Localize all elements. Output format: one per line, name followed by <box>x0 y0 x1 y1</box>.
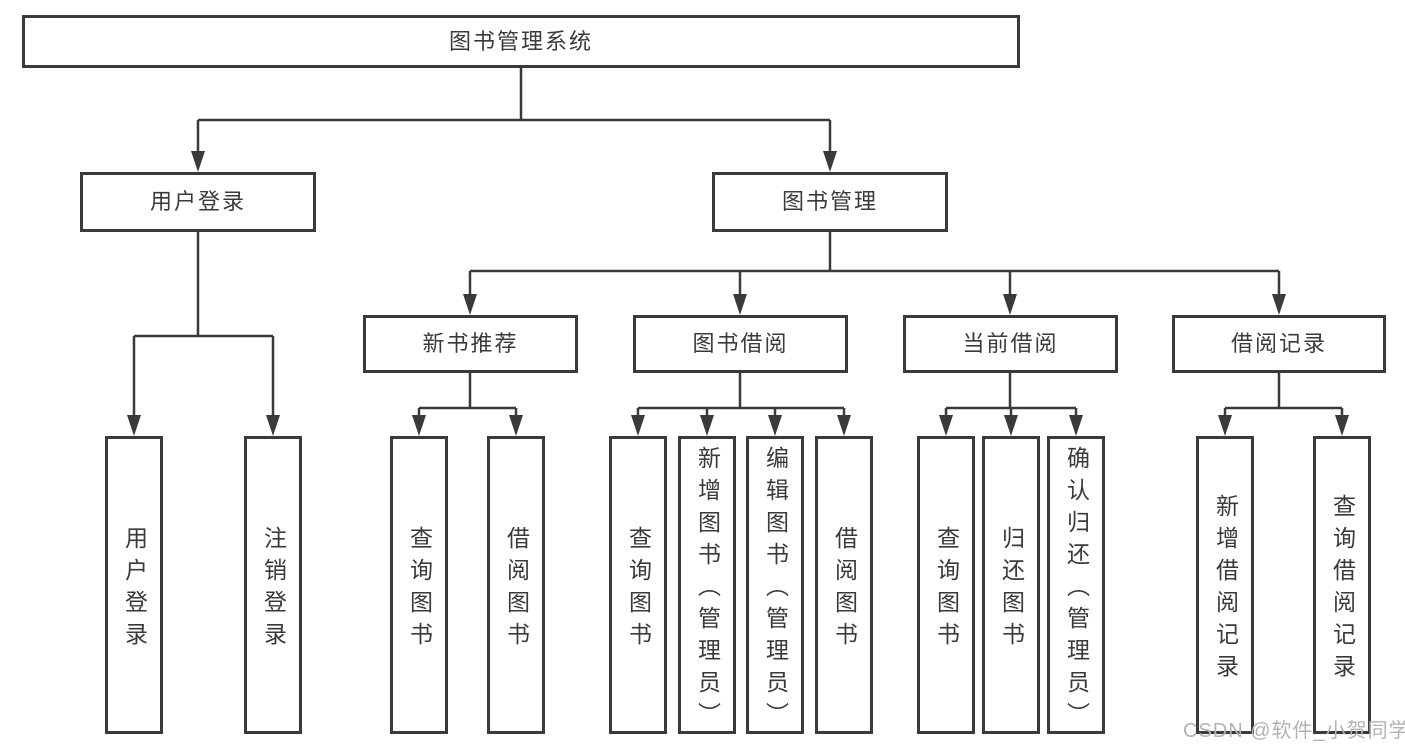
node-book-management: 图书管理 <box>712 172 948 232</box>
leaf-confirm-return-admin-label: 确认归还（管理员） <box>1063 445 1090 734</box>
leaf-query-borrow-record-label: 查询借阅记录 <box>1329 493 1356 686</box>
leaf-recommend-query-books-label: 查询图书 <box>406 525 433 654</box>
leaf-user-login: 用户登录 <box>105 436 163 734</box>
node-user-login-label: 用户登录 <box>149 189 246 214</box>
leaf-borrow-query-books-label: 查询图书 <box>625 525 652 654</box>
leaf-logout-label: 注销登录 <box>260 525 287 654</box>
node-current-borrow-label: 当前借阅 <box>962 331 1059 356</box>
node-borrow-records: 借阅记录 <box>1172 315 1386 373</box>
leaf-current-query-books-label: 查询图书 <box>933 525 960 654</box>
leaf-edit-books-admin: 编辑图书（管理员） <box>746 436 804 734</box>
leaf-add-borrow-record: 新增借阅记录 <box>1196 436 1254 734</box>
leaf-confirm-return-admin: 确认归还（管理员） <box>1047 436 1105 734</box>
leaf-add-borrow-record-label: 新增借阅记录 <box>1212 493 1239 686</box>
leaf-current-query-books: 查询图书 <box>917 436 975 734</box>
leaf-borrow-books-label: 借阅图书 <box>831 525 858 654</box>
leaf-return-books-label: 归还图书 <box>998 525 1025 654</box>
csdn-watermark: CSDN @软件_小贺同学 <box>1183 720 1405 742</box>
leaf-borrow-books: 借阅图书 <box>815 436 873 734</box>
leaf-recommend-query-books: 查询图书 <box>390 436 448 734</box>
leaf-recommend-borrow-books-label: 借阅图书 <box>503 525 530 654</box>
node-new-book-recommend: 新书推荐 <box>363 315 578 373</box>
node-library-system-label: 图书管理系统 <box>448 28 593 54</box>
leaf-query-borrow-record: 查询借阅记录 <box>1313 436 1371 734</box>
node-user-login: 用户登录 <box>80 172 316 232</box>
node-book-borrow-label: 图书借阅 <box>692 331 789 356</box>
node-book-management-label: 图书管理 <box>781 189 878 214</box>
leaf-add-books-admin-label: 新增图书（管理员） <box>694 445 721 734</box>
node-new-book-recommend-label: 新书推荐 <box>422 331 519 356</box>
leaf-add-books-admin: 新增图书（管理员） <box>678 436 736 734</box>
leaf-borrow-query-books: 查询图书 <box>609 436 667 734</box>
node-current-borrow: 当前借阅 <box>903 315 1118 373</box>
leaf-user-login-label: 用户登录 <box>121 525 148 654</box>
leaf-edit-books-admin-label: 编辑图书（管理员） <box>762 445 789 734</box>
leaf-recommend-borrow-books: 借阅图书 <box>487 436 545 734</box>
node-borrow-records-label: 借阅记录 <box>1230 331 1327 356</box>
node-book-borrow: 图书借阅 <box>633 315 848 373</box>
leaf-logout: 注销登录 <box>244 436 302 734</box>
leaf-return-books: 归还图书 <box>982 436 1040 734</box>
node-library-system: 图书管理系统 <box>22 15 1020 68</box>
